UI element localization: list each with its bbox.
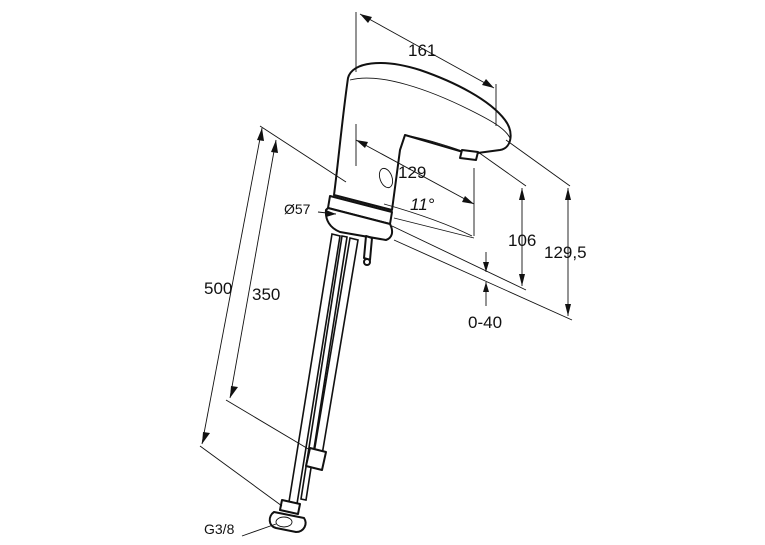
base-flange [324, 207, 394, 241]
side-connector-tip [363, 258, 371, 266]
label-spout-length: 161 [408, 41, 436, 60]
label-total-height: 129,5 [544, 243, 587, 262]
spout-top-curve [349, 77, 511, 139]
dimension-lines [199, 12, 573, 537]
label-outlet-height: 106 [508, 231, 536, 250]
label-hose-length: 500 [204, 279, 232, 298]
label-counter-thickness: 0-40 [468, 313, 502, 332]
dimension-labels: 161 129 11° 106 129,5 0-40 Ø57 500 350 G… [204, 41, 587, 537]
label-angle: 11° [410, 195, 435, 214]
rear-hose-nut [305, 447, 327, 471]
aerator-outlet [459, 149, 479, 161]
front-hose-nut [268, 511, 307, 533]
mounting-rod [300, 235, 348, 501]
label-base-diameter: Ø57 [284, 201, 311, 217]
supply-hoses [268, 233, 359, 533]
label-rod-length: 350 [252, 285, 280, 304]
front-hose-fitting [279, 499, 301, 515]
sensor-window [378, 167, 394, 189]
label-thread: G3/8 [204, 521, 235, 537]
front-hose-nut-face [275, 516, 293, 528]
faucet-body [324, 62, 512, 266]
side-connector [363, 235, 373, 261]
label-hole-distance: 129 [398, 163, 426, 182]
